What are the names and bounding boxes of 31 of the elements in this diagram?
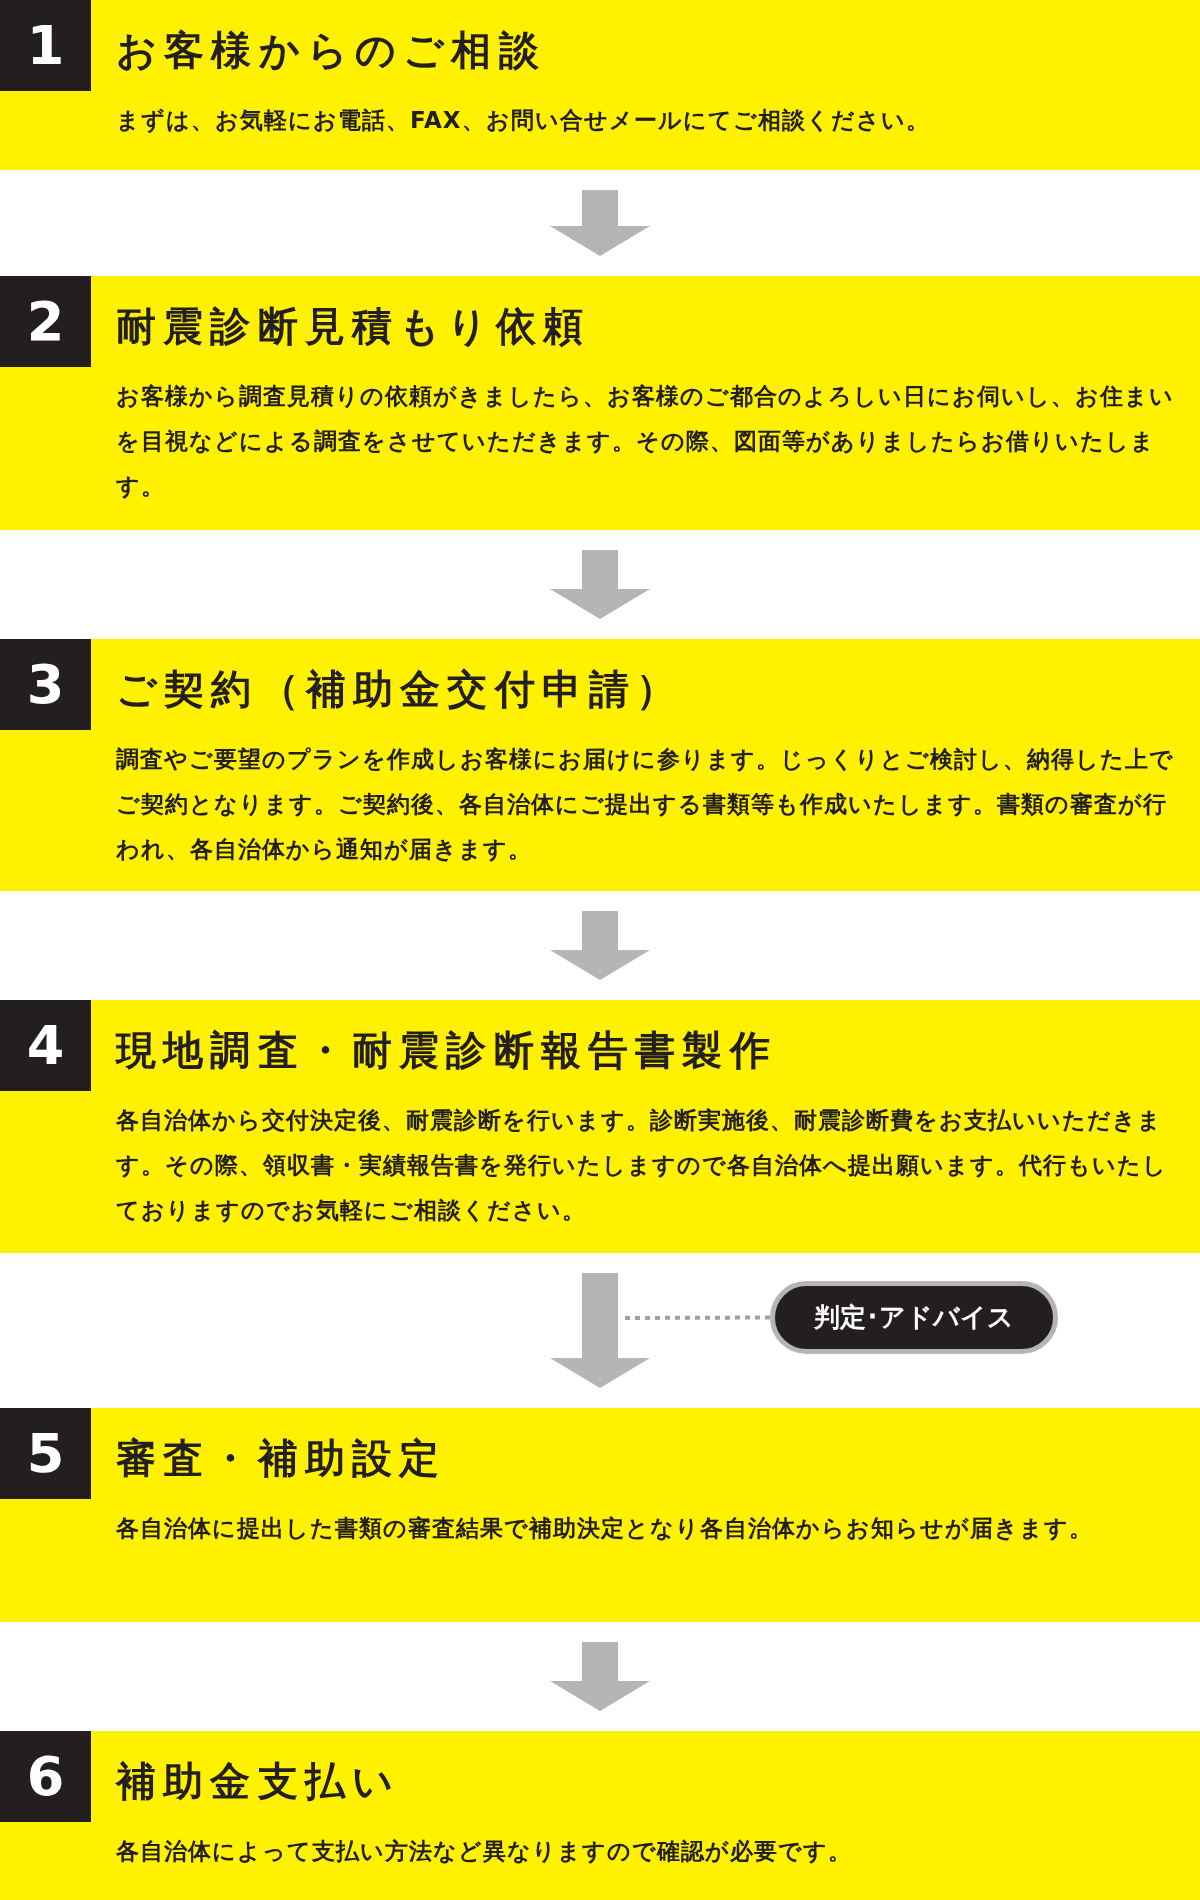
step-number: 5	[0, 1408, 91, 1499]
step-title: 現地調査・耐震診断報告書製作	[116, 1026, 778, 1075]
judgement-pill: 判定･アドバイス	[770, 1281, 1058, 1354]
step-title: 補助金支払い	[116, 1757, 402, 1806]
step-band	[0, 639, 1200, 891]
block-arrow	[550, 911, 650, 980]
step-number: 1	[0, 0, 91, 91]
block-arrow	[550, 1273, 650, 1388]
step-description: まずは、お気軽にお電話、FAX、お問い合せメールにてご相談ください。	[116, 106, 931, 135]
step-band	[0, 1408, 1200, 1622]
step-description: お客様から調査見積りの依頼がきましたら、お客様のご都合のよろしい日にお伺いし、お住まいを目視などによる調査をさせていただきます。その際、図面等がありましたらお借りいたします。	[116, 382, 1175, 501]
step-description: 各自治体によって支払い方法など異なりますので確認が必要です。	[116, 1837, 853, 1866]
step-number: 2	[0, 276, 91, 367]
step-description: 各自治体に提出した書類の審査結果で補助決定となり各自治体からお知らせが届きます。	[116, 1514, 1094, 1543]
step-number: 3	[0, 639, 91, 730]
step-title: 審査・補助設定	[116, 1434, 448, 1483]
step-title: お客様からのご相談	[116, 26, 547, 75]
block-arrow	[550, 550, 650, 619]
block-arrow	[550, 1642, 650, 1711]
block-arrow	[550, 190, 650, 256]
step-description: 各自治体から交付決定後、耐震診断を行います。診断実施後、耐震診断費をお支払いいただきます。その際、領収書・実績報告書を発行いたしますので各自治体へ提出願います。代行もいたしておりますのでお気軽にご相談ください。	[116, 1106, 1168, 1225]
step-band	[0, 276, 1200, 530]
step-number: 4	[0, 1000, 91, 1091]
step-number: 6	[0, 1731, 91, 1822]
step-band	[0, 1731, 1200, 1900]
step-title: 耐震診断見積もり依頼	[116, 302, 591, 351]
step-band	[0, 0, 1200, 170]
dotted-connector	[624, 1315, 770, 1320]
step-band	[0, 1000, 1200, 1253]
step-title: ご契約（補助金交付申請）	[116, 665, 685, 714]
step-description: 調査やご要望のプランを作成しお客様にお届けに参ります。じっくりとご検討し、納得した上でご契約となります。ご契約後、各自治体にご提出する書類等も作成いたします。書類の審査が行われ、各自治体から通知が届きます。	[116, 745, 1175, 864]
